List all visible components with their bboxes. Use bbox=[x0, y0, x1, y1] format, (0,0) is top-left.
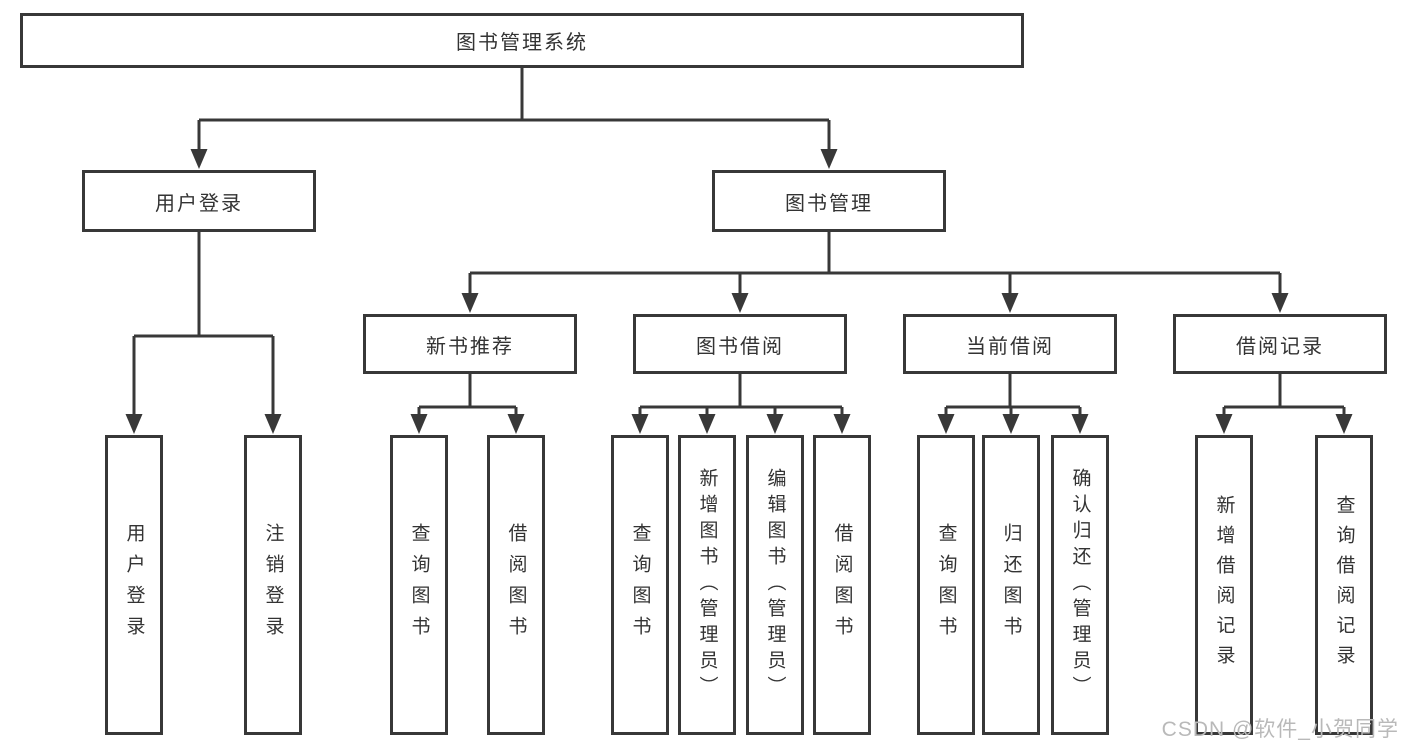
leaf-add-borrow-record: 新增借阅记录 bbox=[1195, 435, 1253, 735]
node-new-book-recommend-label: 新书推荐 bbox=[426, 335, 514, 358]
node-book-borrow-label: 图书借阅 bbox=[696, 335, 784, 358]
leaf-query-books-3-label: 查询图书 bbox=[935, 523, 957, 647]
node-book-management: 图书管理 bbox=[712, 170, 946, 232]
arrowheads-newbookrec-leaves bbox=[410, 414, 525, 434]
node-book-borrow: 图书借阅 bbox=[633, 314, 847, 374]
leaf-edit-books-admin: 编辑图书（管理员） bbox=[746, 435, 804, 735]
connector-borrowrecords-to-leaves bbox=[1222, 374, 1346, 417]
leaf-return-books-label: 归还图书 bbox=[1000, 523, 1022, 647]
node-root: 图书管理系统 bbox=[20, 13, 1024, 68]
leaf-confirm-return-admin: 确认归还（管理员） bbox=[1051, 435, 1109, 735]
leaf-borrow-books-2: 借阅图书 bbox=[813, 435, 871, 735]
leaf-query-books-3: 查询图书 bbox=[917, 435, 975, 735]
leaf-query-books-2-label: 查询图书 bbox=[629, 523, 651, 647]
leaf-return-books: 归还图书 bbox=[982, 435, 1040, 735]
arrowheads-bookborrow-leaves bbox=[631, 414, 851, 434]
arrowheads-currentborrow-leaves bbox=[937, 414, 1089, 434]
arrowheads-level3 bbox=[461, 293, 1289, 313]
connector-userlogin-to-leaves bbox=[132, 232, 275, 417]
leaf-logout-label: 注销登录 bbox=[262, 523, 284, 647]
leaf-borrow-books-1-label: 借阅图书 bbox=[505, 523, 527, 647]
leaf-add-books-admin: 新增图书（管理员） bbox=[678, 435, 736, 735]
arrowheads-borrowrecords-leaves bbox=[1215, 414, 1353, 434]
csdn-watermark: CSDN @软件_小贺同学 bbox=[1161, 718, 1399, 741]
node-current-borrow-label: 当前借阅 bbox=[966, 335, 1054, 358]
leaf-add-books-admin-label: 新增图书（管理员） bbox=[696, 468, 718, 702]
leaf-query-books-2: 查询图书 bbox=[611, 435, 669, 735]
leaf-user-login-label: 用户登录 bbox=[123, 523, 145, 647]
leaf-user-login: 用户登录 bbox=[105, 435, 163, 735]
leaf-borrow-books-1: 借阅图书 bbox=[487, 435, 545, 735]
leaf-query-books-1: 查询图书 bbox=[390, 435, 448, 735]
leaf-borrow-books-2-label: 借阅图书 bbox=[831, 523, 853, 647]
connector-currentborrow-to-leaves bbox=[944, 374, 1082, 417]
node-user-login-label: 用户登录 bbox=[155, 192, 243, 215]
node-book-management-label: 图书管理 bbox=[785, 192, 873, 215]
arrowheads-userlogin-leaves bbox=[125, 414, 282, 434]
leaf-confirm-return-admin-label: 确认归还（管理员） bbox=[1069, 468, 1091, 702]
node-root-label: 图书管理系统 bbox=[456, 32, 588, 54]
leaf-query-borrow-record: 查询借阅记录 bbox=[1315, 435, 1373, 735]
connector-root-to-level2 bbox=[197, 66, 831, 152]
node-user-login: 用户登录 bbox=[82, 170, 316, 232]
node-new-book-recommend: 新书推荐 bbox=[363, 314, 577, 374]
arrowheads-level2 bbox=[190, 149, 838, 169]
leaf-logout: 注销登录 bbox=[244, 435, 302, 735]
connector-bookmgmt-to-level3 bbox=[468, 232, 1282, 296]
node-borrow-records-label: 借阅记录 bbox=[1236, 335, 1324, 358]
node-current-borrow: 当前借阅 bbox=[903, 314, 1117, 374]
leaf-add-borrow-record-label: 新增借阅记录 bbox=[1213, 495, 1235, 675]
leaf-query-books-1-label: 查询图书 bbox=[408, 523, 430, 647]
node-borrow-records: 借阅记录 bbox=[1173, 314, 1387, 374]
leaf-query-borrow-record-label: 查询借阅记录 bbox=[1333, 495, 1355, 675]
leaf-edit-books-admin-label: 编辑图书（管理员） bbox=[764, 468, 786, 702]
connector-newbookrec-to-leaves bbox=[417, 374, 518, 417]
connector-bookborrow-to-leaves bbox=[638, 374, 844, 417]
